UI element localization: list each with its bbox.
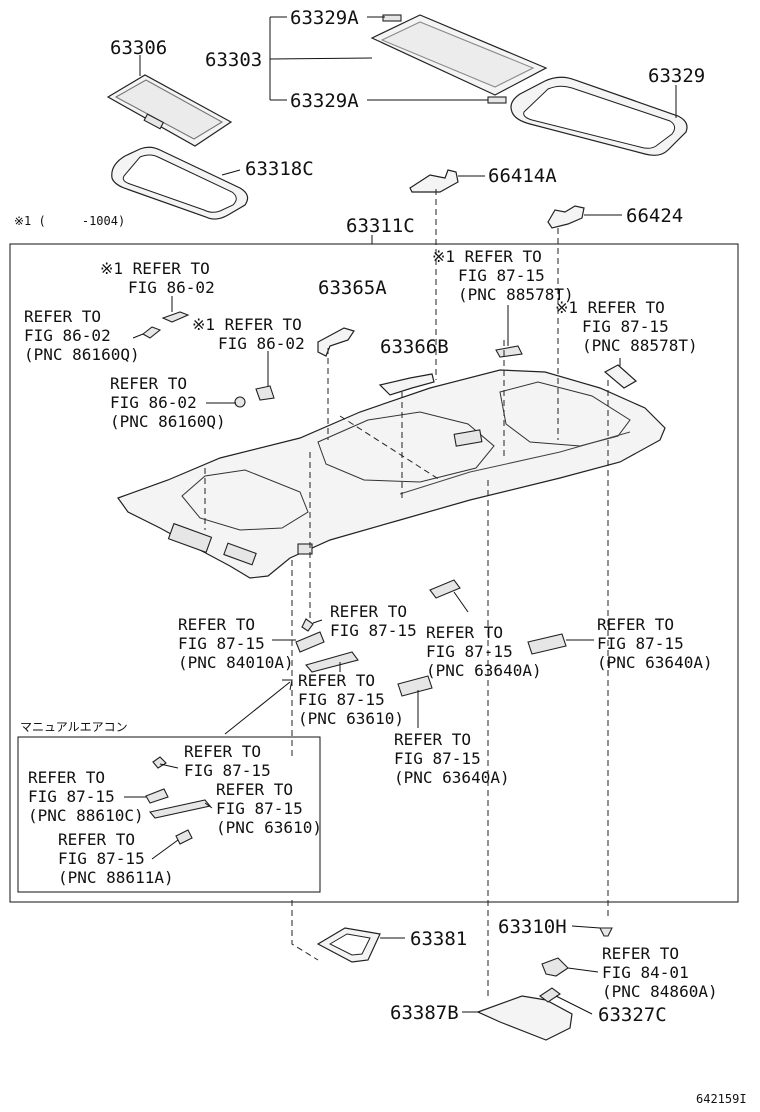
inset-frame — [17, 736, 321, 893]
inset-switch-88611A — [175, 829, 193, 845]
part-63311C-headliner — [117, 369, 666, 579]
part-66414A-shape — [409, 169, 459, 193]
label-63327C: 63327C — [598, 1004, 667, 1026]
part-84860A-shape — [541, 957, 569, 977]
label-63387B: 63387B — [390, 1002, 459, 1024]
leader-r9 — [453, 591, 469, 613]
part-63310H-shape — [599, 927, 613, 937]
label-63303: 63303 — [205, 49, 262, 71]
label-63329A-top: 63329A — [290, 7, 359, 29]
part-63387B-shape — [476, 995, 573, 1041]
leader-r17 — [567, 967, 599, 973]
part-clip-6 — [603, 364, 638, 389]
part-lamp-63640A-1 — [429, 579, 461, 599]
inset-lamp-63610 — [148, 799, 212, 819]
label-63381: 63381 — [410, 928, 467, 950]
inset-arrow — [224, 679, 293, 735]
leader-63310H — [571, 925, 601, 929]
inset-lamp-88610C — [145, 788, 169, 804]
part-clip-5 — [495, 345, 523, 358]
part-63327C-shape — [539, 987, 561, 1003]
part-lamp-63640A-2 — [527, 633, 567, 655]
leader-63318C — [221, 169, 241, 176]
label-63366B: 63366B — [380, 336, 449, 358]
dash-10 — [291, 900, 319, 961]
part-63381-inner — [328, 933, 371, 956]
part-lamp-63640A-3 — [397, 675, 433, 697]
inset-bulb — [152, 756, 167, 769]
part-clip-1 — [161, 311, 190, 323]
leader-r16 — [151, 839, 179, 860]
label-66414A: 66414A — [488, 165, 557, 187]
part-63329-shape — [510, 76, 688, 156]
part-lamp-84010A — [295, 631, 325, 653]
label-63329A-bot: 63329A — [290, 90, 359, 112]
part-clip-2 — [142, 326, 162, 339]
image-code: 642159I — [696, 1092, 747, 1106]
part-bulb — [301, 618, 314, 632]
note-top: ※1 ( -1004) — [14, 214, 125, 228]
part-63303-shape — [370, 14, 548, 104]
part-clip-3 — [255, 385, 275, 401]
part-clip-4 — [234, 396, 246, 408]
part-63365A-shape — [317, 327, 355, 357]
label-63310H: 63310H — [498, 916, 567, 938]
label-63311C: 63311C — [346, 215, 415, 237]
part-63306-shape — [106, 74, 233, 147]
leader-r15 — [204, 802, 213, 809]
leader-r8 — [312, 619, 323, 624]
label-63306: 63306 — [110, 37, 167, 59]
part-63318C-shape — [111, 146, 249, 220]
leader-r2 — [132, 333, 144, 339]
inset-title: マニュアルエアコン — [20, 720, 128, 734]
leader-r13 — [159, 763, 179, 769]
leader-63327C — [555, 995, 593, 1015]
label-63329: 63329 — [648, 65, 705, 87]
main-frame — [9, 243, 739, 903]
part-63366B-shape — [378, 373, 435, 396]
part-lamp-63610 — [305, 651, 359, 673]
leader-63303 — [269, 16, 373, 101]
part-66424-shape — [547, 205, 585, 229]
label-66424: 66424 — [626, 205, 683, 227]
label-63318C: 63318C — [245, 158, 314, 180]
label-63365A: 63365A — [318, 277, 387, 299]
